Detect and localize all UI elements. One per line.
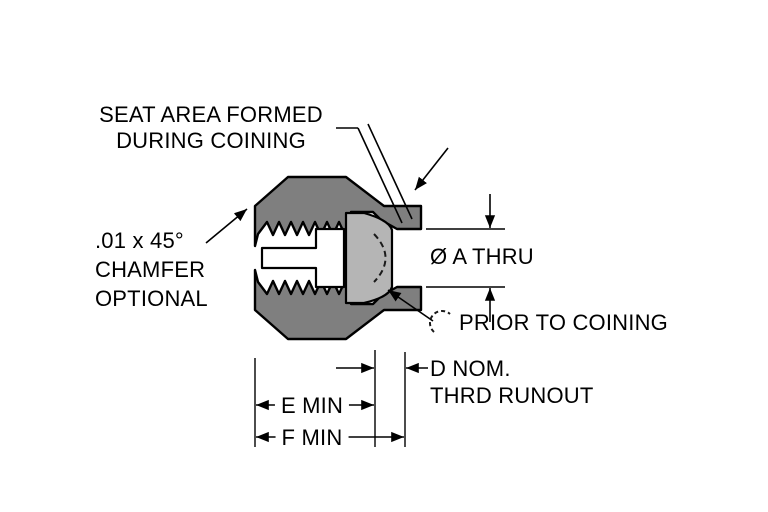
bore-profile — [260, 227, 346, 289]
thread-runout-callout: D NOM. THRD RUNOUT — [430, 355, 594, 409]
prior-to-coining-label: PRIOR TO COINING — [459, 310, 668, 335]
bore-diameter-label: Ø A THRU — [430, 244, 534, 269]
seat-leader-arrow — [414, 147, 449, 191]
seat-area-callout-line2: DURING COINING — [116, 128, 306, 153]
seat-surface-line-1 — [357, 127, 403, 224]
seat-area-callout-line1: SEAT AREA FORMED — [99, 102, 323, 127]
chamfer-callout: .01 x 45° CHAMFER OPTIONAL — [95, 226, 208, 313]
f-min-label: F MIN — [275, 425, 349, 451]
chamfer-callout-line2: CHAMFER — [95, 257, 206, 282]
thread-runout-line1: D NOM. — [430, 356, 511, 381]
seat-area-callout: SEAT AREA FORMED DURING COINING — [85, 102, 337, 154]
coined-seat-area — [344, 211, 394, 305]
seat-surface-line-2 — [367, 123, 413, 220]
chamfer-callout-line1: .01 x 45° — [95, 228, 184, 253]
thread-runout-line2: THRD RUNOUT — [430, 383, 594, 408]
prior-coining-dashed-profile — [373, 233, 387, 283]
e-min-label: E MIN — [274, 393, 350, 419]
chamfer-callout-line3: OPTIONAL — [95, 286, 208, 311]
prior-coining-arc-icon — [428, 309, 451, 333]
prior-coining-leader-arrow — [387, 289, 434, 322]
chamfer-leader-arrow — [205, 208, 248, 244]
